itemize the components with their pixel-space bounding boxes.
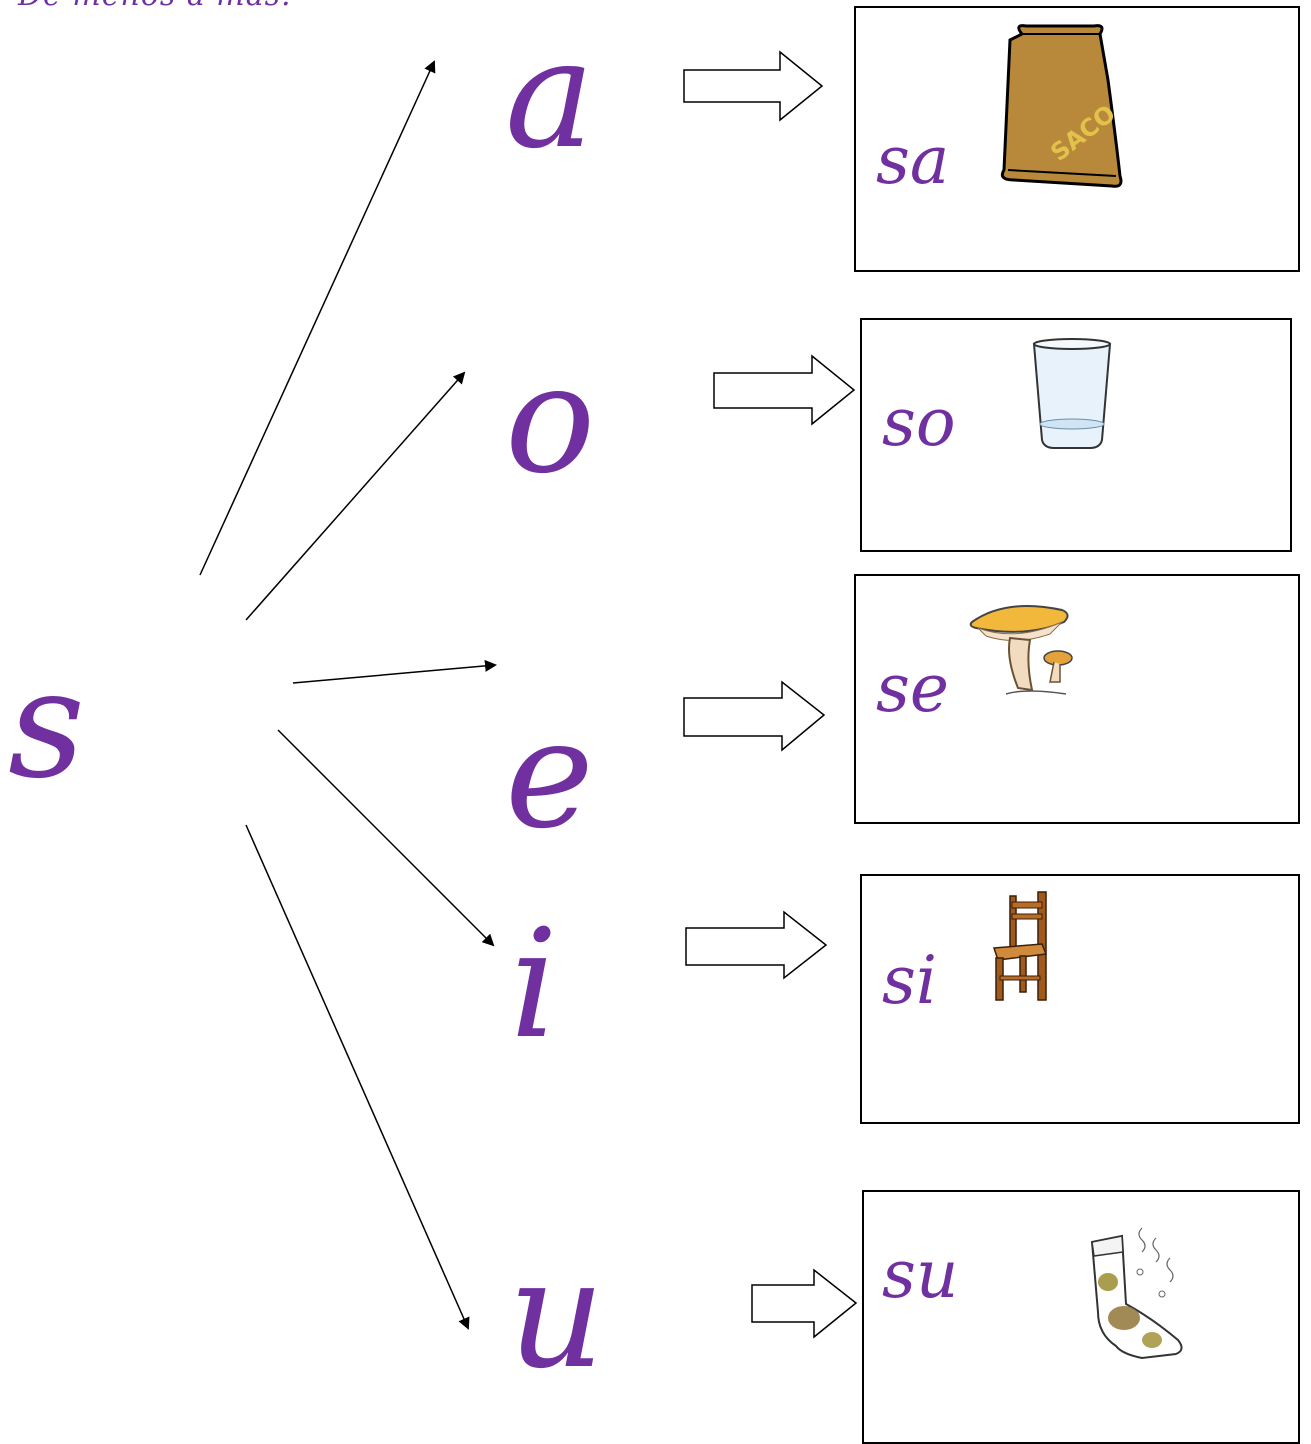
syllable-so: so bbox=[882, 384, 956, 461]
block-arrow-i bbox=[685, 910, 828, 980]
syllable-si: si bbox=[882, 942, 937, 1019]
block-arrow-e bbox=[683, 680, 826, 752]
vowel-e: e bbox=[505, 688, 594, 862]
block-arrow-u bbox=[751, 1268, 858, 1339]
arrow-to-e bbox=[292, 659, 497, 684]
syllable-card-sa: sa SACO bbox=[854, 6, 1300, 272]
dirty-sock-icon bbox=[1090, 1227, 1183, 1360]
block-arrow-o bbox=[713, 354, 856, 426]
vowel-u: u bbox=[508, 1228, 605, 1402]
vowel-o: o bbox=[505, 333, 596, 507]
page-title: De menos a más. bbox=[18, 0, 292, 13]
arrow-to-a bbox=[199, 60, 436, 576]
glass-icon bbox=[1032, 338, 1112, 449]
syllable-card-so: so bbox=[860, 318, 1292, 552]
chair-icon bbox=[992, 891, 1048, 1001]
arrow-to-i bbox=[277, 729, 495, 947]
vowel-a: a bbox=[505, 8, 595, 182]
syllable-card-su: su bbox=[862, 1190, 1300, 1444]
sack-icon: SACO bbox=[1000, 24, 1123, 188]
syllable-sa: sa bbox=[876, 122, 950, 199]
arrow-to-o bbox=[245, 371, 466, 621]
syllable-card-si: si bbox=[860, 874, 1300, 1124]
syllable-card-se: se bbox=[854, 574, 1300, 824]
block-arrow-a bbox=[683, 50, 824, 122]
syllable-su: su bbox=[882, 1236, 959, 1313]
source-letter: s bbox=[8, 638, 85, 812]
syllable-se: se bbox=[876, 650, 949, 727]
arrow-to-u bbox=[245, 824, 470, 1330]
mushroom-icon bbox=[969, 605, 1073, 695]
vowel-i: i bbox=[510, 898, 558, 1072]
